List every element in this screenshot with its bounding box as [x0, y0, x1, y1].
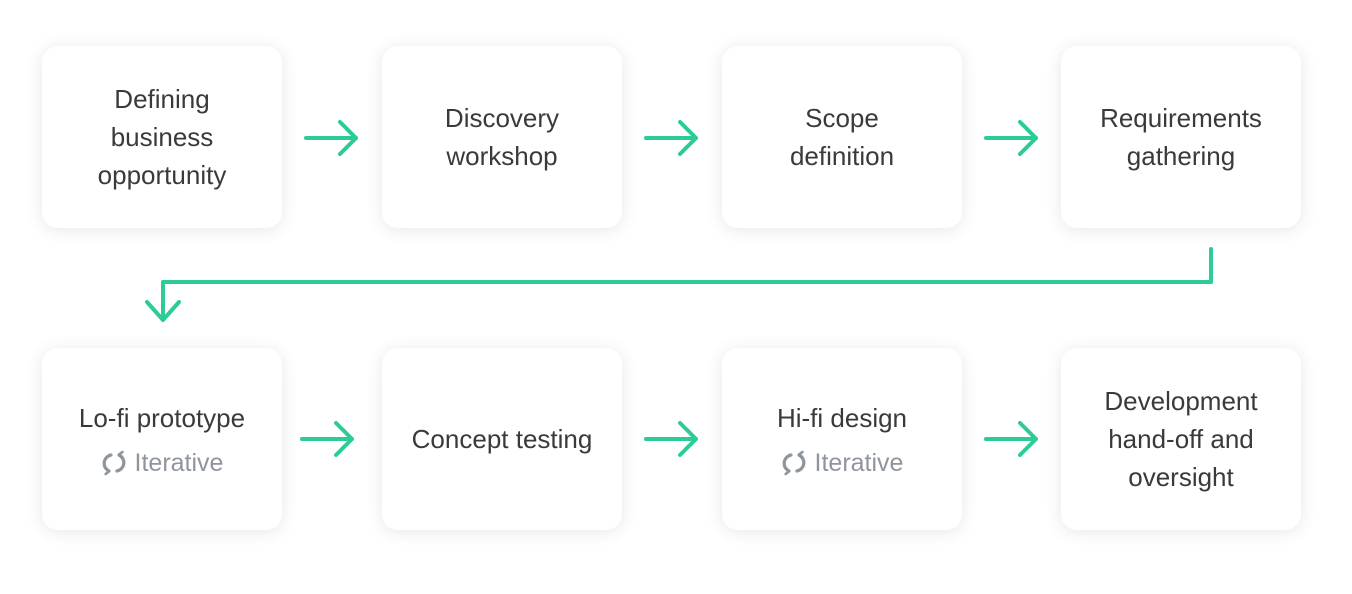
right-arrow-icon: [304, 120, 358, 156]
iterative-label: Iterative: [814, 449, 904, 477]
step-card-requirements-gathering: Requirements gathering: [1061, 46, 1301, 228]
right-arrow-icon: [644, 421, 698, 457]
step-title: Discovery workshop: [444, 103, 560, 171]
step-card-lo-fi-prototype: Lo-fi prototype Iterative: [42, 348, 282, 530]
step-card-hi-fi-design: Hi-fi design Iterative: [722, 348, 962, 530]
step-card-discovery-workshop: Discovery workshop: [382, 46, 622, 228]
refresh-icon: [782, 450, 805, 476]
step-title: Concept testing: [411, 424, 593, 454]
refresh-icon: [102, 450, 125, 476]
iterative-badge: Iterative: [781, 447, 904, 479]
iterative-badge: Iterative: [101, 447, 224, 479]
step-title: Hi-fi design: [776, 403, 908, 433]
iterative-label: Iterative: [134, 449, 224, 477]
right-arrow-icon: [300, 421, 354, 457]
step-card-defining-business-opportunity: Defining business opportunity: [42, 46, 282, 228]
step-card-development-hand-off: Development hand-off and oversight: [1061, 348, 1301, 530]
right-arrow-icon: [984, 120, 1038, 156]
step-title: Requirements gathering: [1100, 103, 1262, 171]
step-title: Defining business opportunity: [97, 84, 227, 190]
right-arrow-icon: [984, 421, 1038, 457]
step-title: Lo-fi prototype: [78, 403, 246, 433]
step-card-concept-testing: Concept testing: [382, 348, 622, 530]
right-arrow-icon: [644, 120, 698, 156]
step-card-scope-definition: Scope definition: [722, 46, 962, 228]
step-title: Scope definition: [789, 103, 895, 171]
step-title: Development hand-off and oversight: [1104, 386, 1258, 492]
